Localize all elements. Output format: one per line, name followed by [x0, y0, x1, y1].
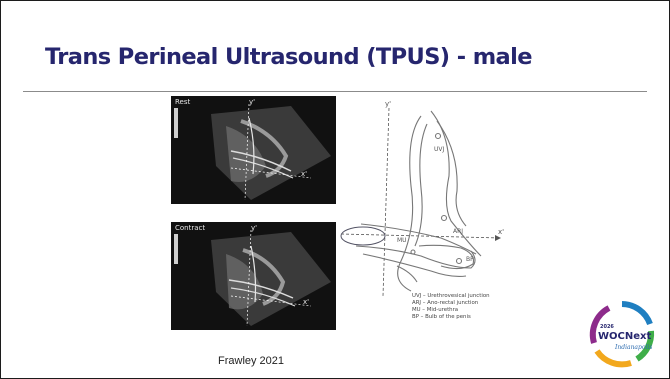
diagram-y-axis-label: y': [385, 100, 391, 108]
ultrasound-contract-label: Contract: [175, 224, 205, 232]
svg-text:WOCNext: WOCNext: [598, 331, 651, 342]
legend-item-bp: BP – Bulb of the penis: [412, 314, 490, 321]
legend-item-uvj: UVJ – Urethrovesical junction: [412, 293, 490, 300]
diagram-label-bp: BP: [466, 256, 474, 263]
ultrasound-contract-y-axis-label: y': [251, 224, 257, 232]
diagram-y-axis: [383, 108, 389, 296]
diagram-label-mu: MU: [397, 237, 407, 244]
legend-item-mu: MU – Mid-urethra: [412, 307, 490, 314]
legend-item-arj: ARJ – Ano-rectal junction: [412, 300, 490, 307]
mid-urethra-highlight-ellipse: [339, 225, 389, 247]
svg-text:Indianapolis: Indianapolis: [614, 344, 652, 351]
slide-title: Trans Perineal Ultrasound (TPUS) - male: [45, 44, 532, 70]
diagram-label-arj: ARJ: [453, 228, 463, 235]
wocnext-logo: 2026 WOCNext Indianapolis: [587, 299, 657, 369]
title-divider: [23, 91, 647, 92]
diagram-legend: UVJ – Urethrovesical junction ARJ – Ano-…: [412, 293, 490, 321]
ultrasound-contract-x-axis-label: x': [303, 298, 309, 306]
diagram-x-axis-label: x': [498, 228, 504, 236]
source-credit: Frawley 2021: [218, 355, 284, 367]
anatomy-outlines: [356, 111, 481, 291]
ultrasound-rest-label: Rest: [175, 98, 190, 106]
diagram-label-uvj: UVJ: [434, 146, 444, 153]
anatomy-diagram: y' x' UVJ ARJ MU BP: [301, 96, 511, 296]
svg-text:2026: 2026: [600, 324, 614, 330]
ultrasound-rest-y-axis-label: y': [249, 98, 255, 106]
